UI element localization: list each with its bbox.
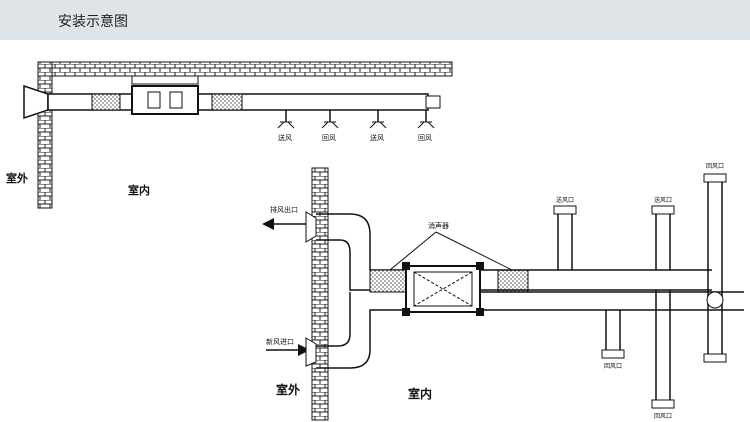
ceiling-slab [37,61,453,77]
exterior-wall [37,61,53,209]
hrv-unit [131,85,199,115]
supply-label-1: 送风口 [556,196,574,204]
hrv-core-1 [147,91,161,109]
flange-tr [476,262,484,270]
page-title: 安装示意图 [58,14,128,30]
return-label-3: 回风口 [654,413,672,420]
vent-label-3: 送风 [370,133,384,142]
unit-bracket [131,75,199,85]
exhaust-label: 排风出口 [270,205,298,214]
fresh-air-label: 新风进口 [266,337,294,346]
top-diagram: 送风 回风 送风 回风 室外 室内 [6,61,453,209]
vent-drops [277,95,441,129]
vent-label-1: 送风 [278,133,292,142]
flange-br [476,308,484,316]
muffler-right [211,93,243,111]
top-outdoor-label: 室外 [6,171,28,185]
bottom-muffler-right [497,269,529,293]
vent-label-2: 回风 [322,134,336,142]
flange-bl [402,308,410,316]
header-bar: 安装示意图 [0,0,750,40]
top-indoor-label: 室内 [128,183,150,197]
return-trunk [707,174,723,360]
flange-tl [402,262,410,270]
vent-label-4: 回风 [418,134,432,142]
muffler-left [91,93,121,111]
supply-label-2: 送风口 [654,196,672,204]
bottom-muffler-left [369,269,407,293]
bottom-outdoor-label: 室外 [276,382,300,397]
return-branch-1 [605,310,621,352]
bottom-indoor-label: 室内 [408,386,432,401]
exhaust-duct [316,213,410,291]
exhaust-hood [305,211,317,243]
muffler-label: 消声器 [428,221,449,230]
supply-branch-2 [655,212,671,408]
fresh-air-hood [305,337,317,367]
fresh-air-duct [316,292,410,369]
return-duct [480,291,744,311]
supply-duct [480,269,712,291]
bottom-hrv-cross [413,271,473,307]
muffler-pointers [389,231,513,271]
bottom-exterior-wall [311,167,329,421]
return-label-1: 回风口 [604,363,622,370]
hrv-core-2 [169,91,183,109]
supply-branch-1 [557,212,573,270]
return-label-2: 回风口 [706,163,724,170]
bottom-diagram: 排风出口 新风进口 消声器 送风口 送风口 回 [262,163,744,421]
